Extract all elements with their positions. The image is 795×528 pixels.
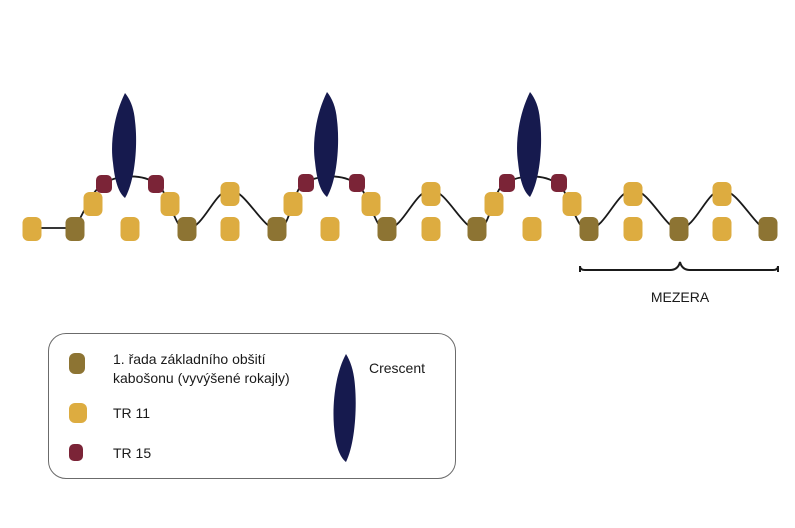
tr11-bead-6 bbox=[320, 217, 340, 241]
thread-line bbox=[32, 175, 769, 231]
legend-item-base: 1. řada základního obšití kabošonu (vyvý… bbox=[69, 350, 290, 388]
tr11-bead-2 bbox=[120, 217, 140, 241]
legend-tr11-label: TR 11 bbox=[113, 405, 151, 421]
tr15-bead-icon bbox=[69, 444, 83, 461]
crescent-2 bbox=[314, 92, 339, 197]
tr15-bead-1 bbox=[148, 175, 164, 193]
tr11-bead-side-4 bbox=[484, 192, 504, 216]
tr11-bead-side-2 bbox=[283, 192, 303, 216]
tr11-bead-8 bbox=[421, 217, 441, 241]
legend-tr15-label: TR 15 bbox=[113, 445, 152, 461]
base-bead-15 bbox=[758, 217, 778, 241]
tr11-bead-side-3 bbox=[361, 192, 381, 216]
legend-box: 1. řada základního obšití kabošonu (vyvý… bbox=[48, 333, 456, 479]
base-bead-7 bbox=[377, 217, 397, 241]
tr11-bead-side-0 bbox=[83, 192, 103, 216]
tr11-bead-top-0 bbox=[220, 182, 240, 206]
legend-crescent-label: Crescent bbox=[369, 360, 426, 376]
base-bead-1 bbox=[65, 217, 85, 241]
tr15-bead-4 bbox=[499, 174, 515, 192]
tr11-bead-0 bbox=[22, 217, 42, 241]
gap-bracket bbox=[579, 261, 779, 272]
tr11-bead-4 bbox=[220, 217, 240, 241]
tr11-bead-side-5 bbox=[562, 192, 582, 216]
legend-base-line2: kabošonu (vyvýšené rokajly) bbox=[113, 370, 290, 386]
crescent-1 bbox=[112, 93, 137, 198]
legend-base-label: 1. řada základního obšití kabošonu (vyvý… bbox=[113, 350, 290, 388]
base-bead-icon bbox=[69, 353, 85, 374]
legend-base-line1: 1. řada základního obšití bbox=[113, 351, 266, 367]
base-bead-3 bbox=[177, 217, 197, 241]
tr11-bead-10 bbox=[522, 217, 542, 241]
tr11-bead-top-3 bbox=[712, 182, 732, 206]
tr11-bead-top-1 bbox=[421, 182, 441, 206]
crescent-icon bbox=[333, 354, 356, 462]
tr15-bead-3 bbox=[349, 174, 365, 192]
crescent-3 bbox=[517, 92, 542, 197]
tr11-bead-14 bbox=[712, 217, 732, 241]
gap-label: MEZERA bbox=[651, 289, 710, 305]
tr15-bead-0 bbox=[96, 175, 112, 193]
tr15-bead-2 bbox=[298, 174, 314, 192]
base-bead-9 bbox=[467, 217, 487, 241]
base-bead-11 bbox=[579, 217, 599, 241]
tr15-bead-5 bbox=[551, 174, 567, 192]
base-bead-5 bbox=[267, 217, 287, 241]
tr11-bead-icon bbox=[69, 403, 87, 423]
base-bead-13 bbox=[669, 217, 689, 241]
tr11-bead-side-1 bbox=[160, 192, 180, 216]
tr11-bead-top-2 bbox=[623, 182, 643, 206]
tr11-bead-12 bbox=[623, 217, 643, 241]
legend-item-tr11: TR 11 bbox=[69, 403, 150, 423]
legend-item-tr15: TR 15 bbox=[69, 444, 151, 463]
